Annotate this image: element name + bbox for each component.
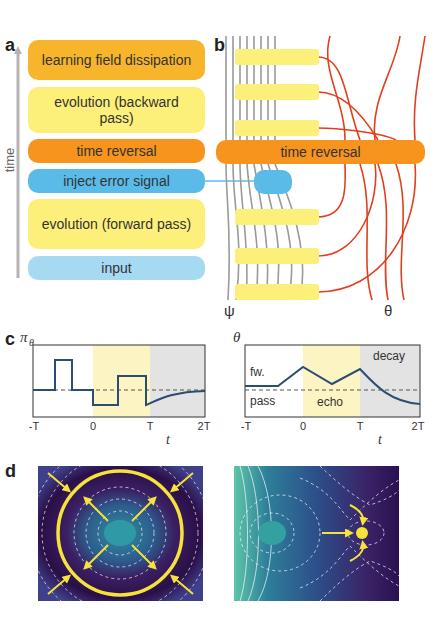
tick-label: 0 <box>90 421 96 432</box>
axis-label: t <box>166 433 170 447</box>
node-text: learning field dissipation <box>42 52 191 68</box>
symbol-label: θ <box>384 303 392 318</box>
tick-label: -T <box>29 421 39 432</box>
process-box: evolution (forward pass) <box>28 199 205 249</box>
axis-label: t <box>378 433 382 447</box>
process-box: evolution (backward pass) <box>28 87 205 133</box>
tick-label: T <box>147 421 154 432</box>
curve-label: fw. <box>250 366 265 378</box>
symbol-label: ψ <box>224 303 235 318</box>
curve-label: pass <box>250 395 275 407</box>
process-box: learning field dissipation <box>28 40 205 80</box>
node-text: input <box>101 260 131 276</box>
process-box: time reversal <box>28 139 205 163</box>
node-text: inject error signal <box>63 173 170 189</box>
curve-label: echo <box>317 396 343 408</box>
tick-label: 2T <box>412 421 425 432</box>
panel-letter: b <box>214 36 225 54</box>
axis-label: θ <box>233 330 240 345</box>
axis-label: π <box>20 330 28 345</box>
panel-letter: d <box>5 462 16 480</box>
panel-letter: c <box>5 330 15 348</box>
panel-letter: a <box>5 36 15 54</box>
curve-label: decay <box>373 350 405 362</box>
node-text: time reversal <box>280 144 360 160</box>
axis-label: time <box>3 148 16 173</box>
tick-label: 0 <box>300 421 306 432</box>
input-box: input <box>28 256 205 280</box>
node-text: time reversal <box>76 143 156 159</box>
process-box: time reversal <box>216 140 425 164</box>
tick-label: T <box>357 421 364 432</box>
process-box: inject error signal <box>28 169 205 193</box>
node-text: evolution (forward pass) <box>42 216 191 232</box>
node-text: evolution (backward pass) <box>36 94 197 126</box>
axis-subscript: θ <box>29 338 34 348</box>
tick-label: 2T <box>198 421 211 432</box>
tick-label: -T <box>241 421 251 432</box>
